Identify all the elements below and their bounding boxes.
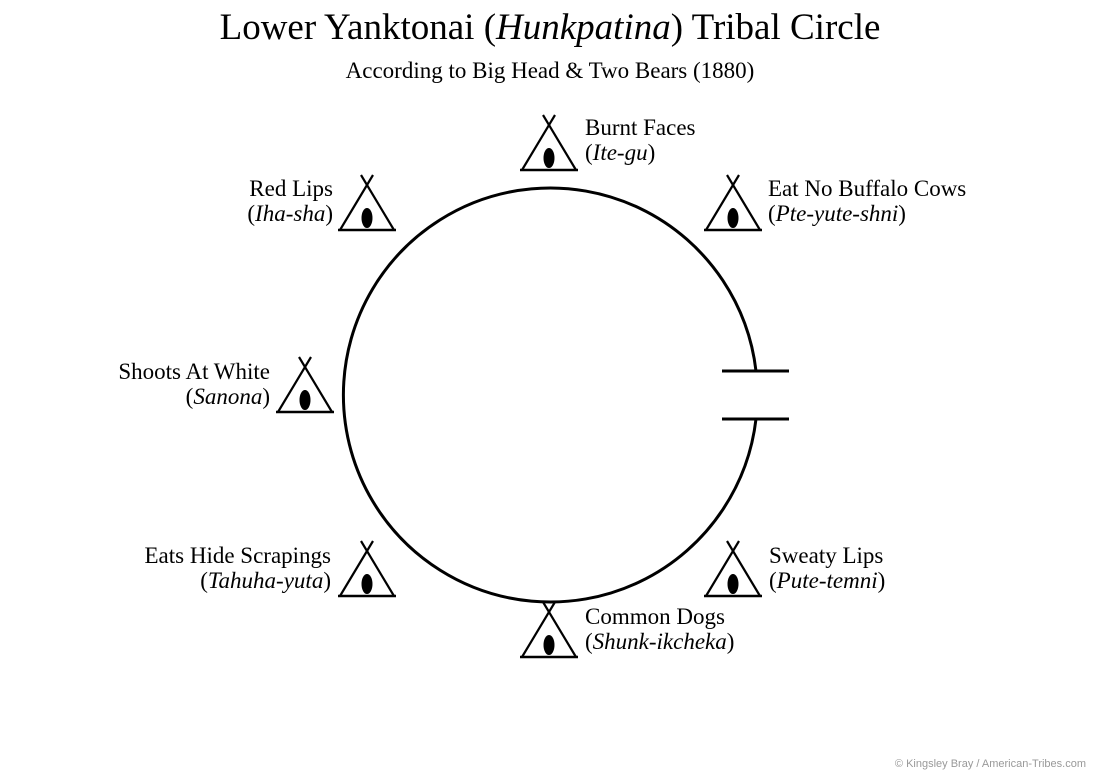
band-label-sweaty-lips: Sweaty Lips(Pute-temni) — [769, 543, 886, 593]
tipi-icon — [276, 356, 334, 414]
band-label-red-lips: Red Lips(Iha-sha) — [247, 176, 333, 226]
diagram-title: Lower Yanktonai (Hunkpatina) Tribal Circ… — [219, 7, 881, 48]
diagram-subtitle: According to Big Head & Two Bears (1880) — [345, 58, 755, 83]
band-label-shoots-at-white: Shoots At White(Sanona) — [118, 359, 270, 409]
tipi-icon — [520, 114, 578, 172]
tipi-icon — [338, 174, 396, 232]
band-label-eat-no-buffalo-cows: Eat No Buffalo Cows(Pte-yute-shni) — [768, 176, 967, 226]
band-label-common-dogs: Common Dogs(Shunk-ikcheka) — [585, 604, 735, 654]
tipi-icon — [338, 540, 396, 598]
tipi-icon — [704, 540, 762, 598]
tipi-icon — [704, 174, 762, 232]
tipi-icon — [520, 601, 578, 659]
copyright-footer: © Kingsley Bray / American-Tribes.com — [894, 758, 1086, 770]
band-label-eats-hide-scrapings: Eats Hide Scrapings(Tahuha-yuta) — [144, 543, 331, 593]
camp-circle — [341, 186, 758, 604]
band-label-burnt-faces: Burnt Faces(Ite-gu) — [585, 115, 696, 165]
